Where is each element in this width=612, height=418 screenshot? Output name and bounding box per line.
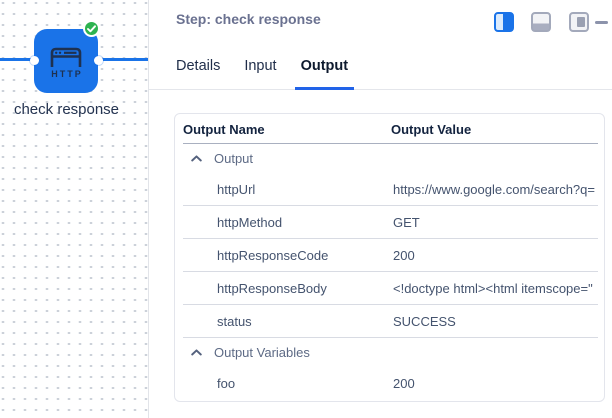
output-table: Output Name Output Value Output httpUrl … (174, 113, 605, 402)
http-step-node[interactable]: HTTP (34, 29, 98, 93)
output-value: 200 (393, 376, 415, 391)
group-label: Output (214, 151, 254, 166)
minimize-icon[interactable] (595, 20, 608, 24)
output-value: https://www.google.com/search?q= (393, 182, 595, 197)
output-value: 200 (393, 248, 415, 263)
step-details-panel: Step: check response Details Input Outpu… (149, 0, 612, 418)
output-name: httpResponseCode (217, 248, 329, 263)
node-name-label: check response (13, 101, 120, 118)
table-row: httpUrl https://www.google.com/search?q= (175, 173, 604, 206)
table-row: httpResponseBody <!doctype html><html it… (175, 272, 604, 305)
output-name: status (217, 314, 252, 329)
output-value: SUCCESS (393, 314, 456, 329)
workflow-canvas[interactable]: HTTP check response (0, 0, 148, 418)
success-badge (83, 20, 100, 37)
group-row-output-variables: Output Variables (175, 338, 604, 367)
input-port[interactable] (29, 55, 39, 65)
output-value: GET (393, 215, 420, 230)
tab-bar: Details Input Output (149, 50, 612, 90)
browser-window-icon (50, 47, 82, 67)
tab-details[interactable]: Details (176, 57, 221, 74)
tab-input[interactable]: Input (244, 57, 277, 74)
check-icon (87, 24, 96, 32)
tab-output[interactable]: Output (294, 50, 355, 90)
node-type-label: HTTP (51, 69, 83, 79)
collapse-chevron-icon[interactable] (191, 155, 202, 162)
table-header-row: Output Name Output Value (175, 114, 604, 144)
right-panel-icon[interactable] (569, 12, 589, 32)
output-port[interactable] (93, 55, 103, 65)
table-row: httpResponseCode 200 (175, 239, 604, 272)
window-controls (494, 12, 608, 32)
table-row: httpMethod GET (175, 206, 604, 239)
output-name: httpUrl (217, 182, 256, 197)
column-header-output-name: Output Name (183, 121, 265, 137)
output-name: foo (217, 376, 236, 391)
table-row: foo 200 (175, 367, 604, 400)
output-name: httpMethod (217, 215, 283, 230)
bottom-panel-icon[interactable] (531, 12, 551, 32)
column-header-output-value: Output Value (391, 121, 472, 137)
collapse-chevron-icon[interactable] (191, 349, 202, 356)
group-row-output: Output (175, 144, 604, 173)
output-name: httpResponseBody (217, 281, 327, 296)
panel-title: Step: check response (176, 11, 321, 27)
table-row: status SUCCESS (175, 305, 604, 338)
panel-divider (148, 0, 149, 418)
group-label: Output Variables (214, 345, 310, 360)
output-value: <!doctype html><html itemscope=" (393, 281, 593, 296)
split-view-icon[interactable] (494, 12, 514, 32)
